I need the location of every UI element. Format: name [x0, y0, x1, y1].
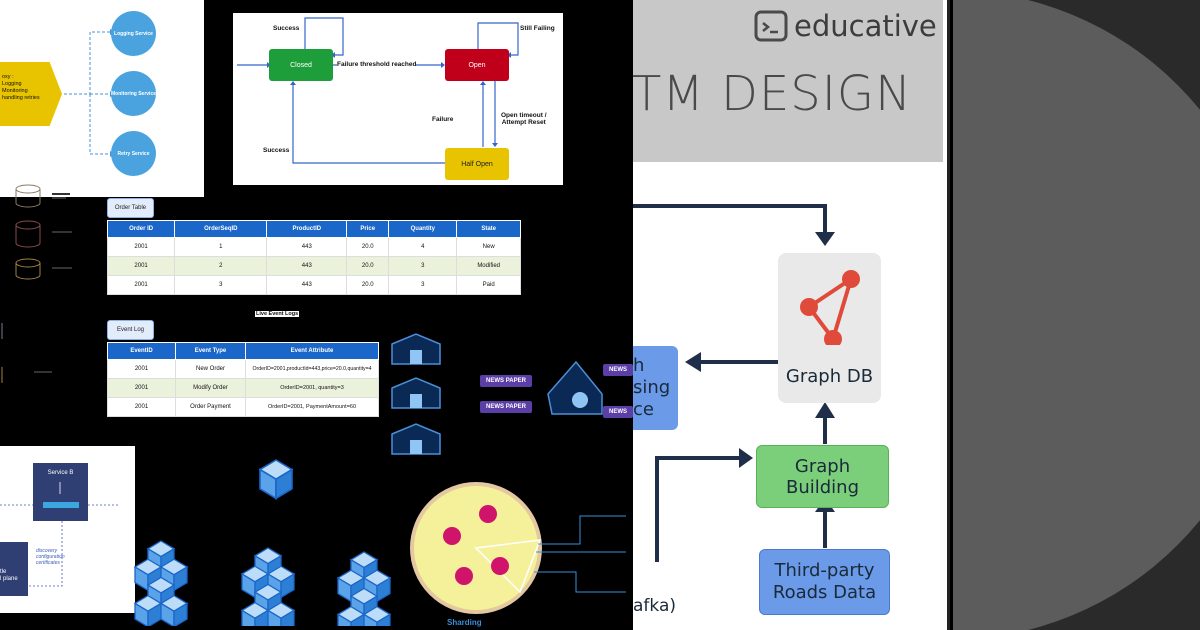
- success-bottom-label: Success: [263, 147, 290, 154]
- closed-state: Closed: [269, 49, 333, 81]
- success-top-label: Success: [273, 25, 300, 32]
- table-row: 2001 New Order OrderID=2001,productId=44…: [107, 359, 379, 379]
- order-header-quantity: Quantity: [388, 220, 458, 238]
- design-banner: [633, 0, 943, 162]
- houses-group: [391, 333, 603, 455]
- newspaper-badge-1: NEWS PAPER: [480, 375, 532, 387]
- educative-logo: educative: [754, 9, 937, 43]
- service-mesh-panel: Service B tle l plane discovery configur…: [0, 446, 135, 613]
- table-cell: OrderID=2001,productId=443,price=20.0,qu…: [245, 359, 379, 379]
- graph-building-box: Graph Building: [756, 445, 889, 508]
- table-row: 2001 3 443 20.0 3 Paid: [106, 275, 521, 295]
- circuit-breaker-arrows: [237, 17, 519, 164]
- order-header-price: Price: [346, 220, 390, 238]
- table-cell: New: [456, 237, 521, 257]
- event-log-table: EventID Event Type Event Attribute 2001 …: [107, 342, 379, 417]
- proxy-bar: [43, 502, 79, 508]
- news-badge-3: NEWS: [603, 364, 633, 376]
- sharding-label: Sharding: [447, 618, 482, 627]
- strategy-box: [0, 62, 62, 126]
- service-b-box: [33, 463, 88, 521]
- table-cell: 443: [266, 275, 348, 295]
- order-header-orderseqid: OrderSeqID: [174, 220, 268, 238]
- table-cell: 3: [388, 256, 458, 276]
- table-cell: 2001: [106, 256, 176, 276]
- left-service-box: h sing ce: [633, 346, 678, 430]
- live-event-logs-label: Live Event Logs: [255, 311, 300, 317]
- gray-circle: [953, 0, 1200, 630]
- open-timeout-label: Open timeout / Attempt Reset: [501, 112, 547, 126]
- table-cell: 20.0: [346, 275, 390, 295]
- table-cell: 1: [174, 237, 268, 257]
- table-row: 2001 Modify Order OrderID=2001, quantity…: [107, 378, 379, 398]
- order-header-orderid: Order ID: [106, 220, 176, 238]
- system-design-arrows: [633, 204, 835, 562]
- event-header-eventid: EventID: [107, 342, 176, 360]
- discovery-label: discovery configuration certificates: [36, 548, 65, 566]
- still-failing-label: Still Failing: [520, 25, 555, 32]
- strategy-text: oxy : Logging Monitoring handling retrie…: [2, 74, 40, 101]
- order-header-productid: ProductID: [266, 220, 348, 238]
- table-cell: 2: [174, 256, 268, 276]
- threshold-label: Failure threshold reached: [337, 61, 417, 68]
- table-cell: Modified: [456, 256, 521, 276]
- right-dark-panel: [953, 0, 1200, 630]
- roads-data-box: Third-party Roads Data: [759, 549, 890, 615]
- table-cell: 3: [174, 275, 268, 295]
- plane-label: tle l plane: [0, 569, 18, 582]
- order-table: Order ID OrderSeqID ProductID Price Quan…: [106, 220, 521, 295]
- graph-db-label: Graph DB: [785, 366, 874, 387]
- logo-text: educative: [794, 9, 937, 43]
- table-cell: 20.0: [346, 237, 390, 257]
- table-cell: OrderID=2001, PaymentAmount=60: [245, 397, 379, 417]
- half-open-state: Half Open: [445, 148, 509, 180]
- table-row: 2001 Order Payment OrderID=2001, Payment…: [107, 397, 379, 417]
- event-log-tab: Event Log: [107, 320, 154, 340]
- table-cell: 2001: [107, 359, 176, 379]
- table-cell: 443: [266, 237, 348, 257]
- failure-label: Failure: [432, 116, 454, 123]
- database-icons-column: [1, 184, 72, 383]
- graph-icon: [800, 270, 860, 345]
- service-b-label: Service B: [47, 470, 74, 476]
- table-row: 2001 1 443 20.0 4 New: [106, 237, 521, 257]
- service-diagram-panel: oxy : Logging Monitoring handling retrie…: [0, 0, 204, 197]
- table-row: 2001 2 443 20.0 3 Modified: [106, 256, 521, 276]
- table-cell: Paid: [456, 275, 521, 295]
- retry-service-circle: Retry Service: [111, 131, 156, 176]
- table-cell: 3: [388, 275, 458, 295]
- table-cell: New Order: [175, 359, 246, 379]
- order-header-state: State: [456, 220, 521, 238]
- table-cell: Order Payment: [175, 397, 246, 417]
- open-state: Open: [445, 49, 509, 81]
- newspaper-badge-2: NEWS PAPER: [480, 401, 532, 413]
- table-cell: 443: [266, 256, 348, 276]
- event-header-type: Event Type: [175, 342, 246, 360]
- table-cell: Modify Order: [175, 378, 246, 398]
- table-cell: 20.0: [346, 256, 390, 276]
- event-header-attribute: Event Attribute: [245, 342, 379, 360]
- table-cell: 2001: [107, 397, 176, 417]
- news-badge-4: NEWS: [603, 406, 633, 418]
- cube-clusters: [134, 459, 391, 626]
- table-cell: 4: [388, 237, 458, 257]
- graph-db-box: [778, 253, 881, 403]
- plane-box: [0, 542, 28, 596]
- logging-service-circle: Logging Service: [111, 11, 156, 56]
- kafka-label: afka): [633, 596, 676, 616]
- order-table-tab: Order Table: [107, 198, 154, 218]
- monitoring-service-circle: Monitoring Service: [111, 71, 156, 116]
- banner-title: TM DESIGN: [632, 66, 913, 122]
- mesh-connectors: [0, 482, 118, 587]
- table-cell: 2001: [106, 237, 176, 257]
- table-cell: 2001: [107, 378, 176, 398]
- terminal-icon: [754, 10, 788, 42]
- table-cell: OrderID=2001, quantity=3: [245, 378, 379, 398]
- circuit-breaker-panel: Closed Open Half Open Success Still Fail…: [233, 13, 563, 185]
- table-cell: 2001: [106, 275, 176, 295]
- sharding-pizza: [410, 482, 626, 614]
